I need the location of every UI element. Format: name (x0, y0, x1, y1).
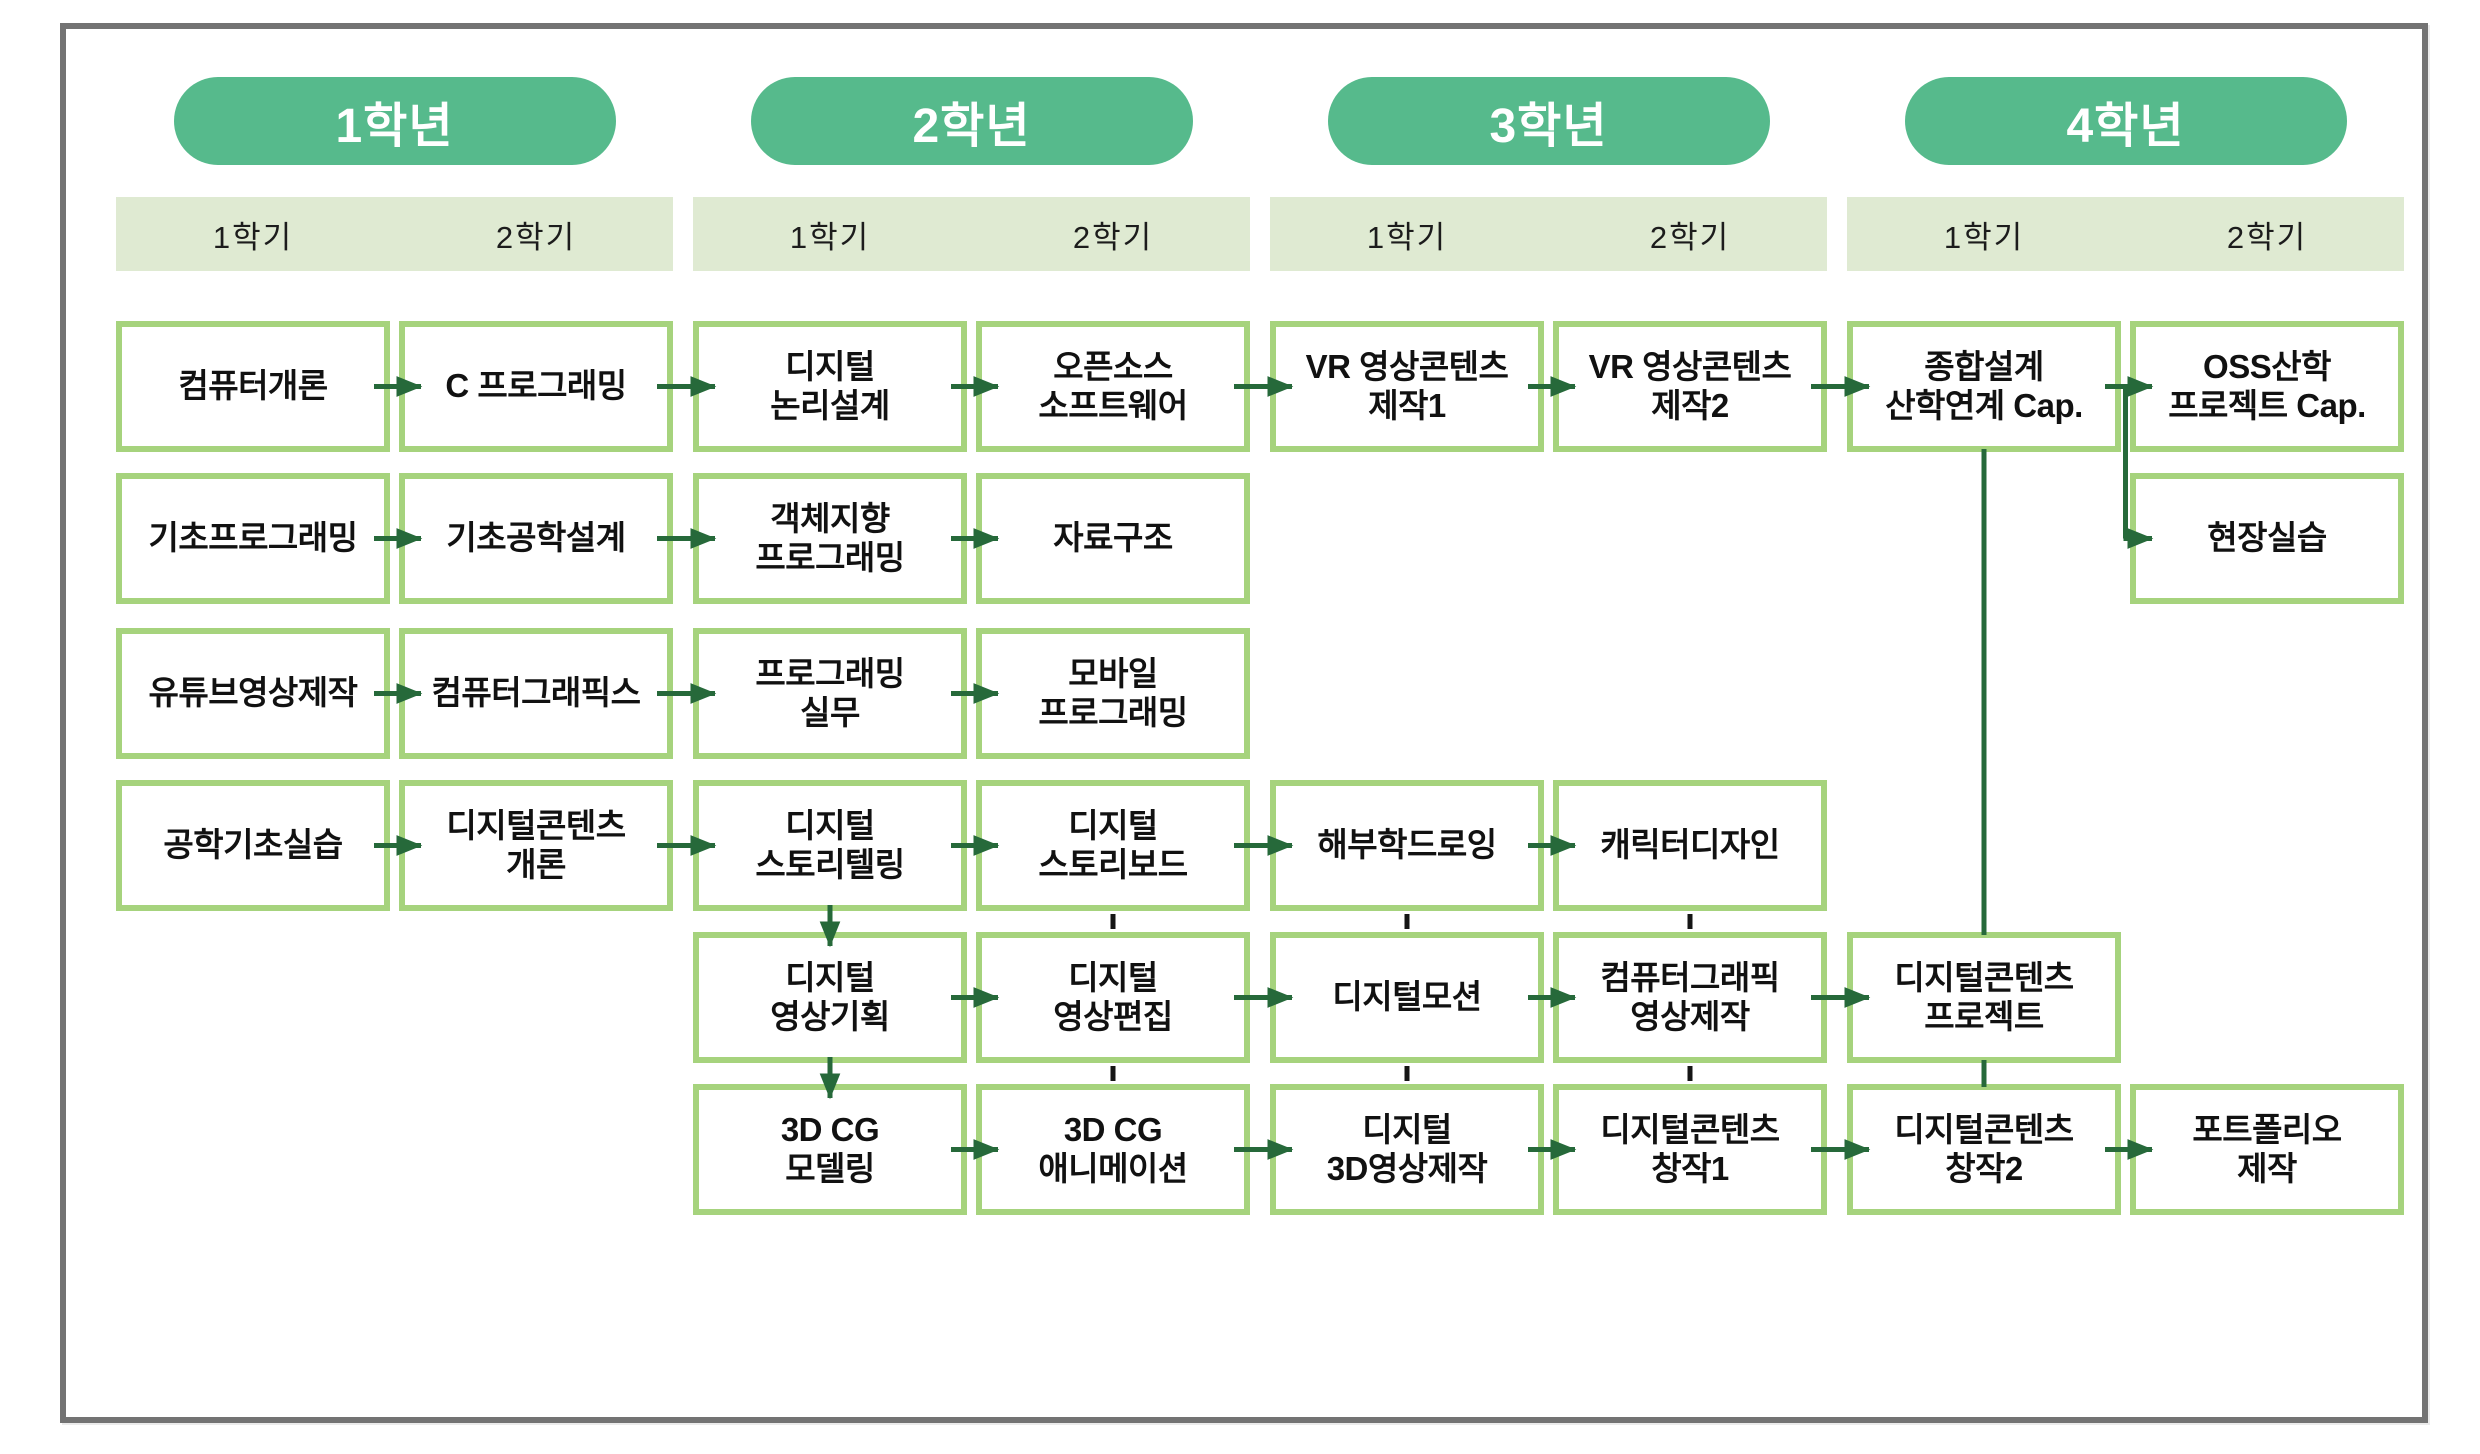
course-box-r1c3: 디지털 논리설계 (693, 321, 967, 452)
semester-bar-year-3 (1270, 197, 1827, 271)
course-box-r6c8: 포트폴리오 제작 (2130, 1084, 2404, 1215)
semester-label-y4s2: 2학기 (2226, 219, 2308, 255)
semester-label-y1s1: 1학기 (212, 219, 294, 255)
course-box-r2c8: 현장실습 (2130, 473, 2404, 604)
semester-label-y3s1: 1학기 (1366, 219, 1448, 255)
semester-bar-year-4 (1847, 197, 2404, 271)
course-box-r4c3: 디지털 스토리텔링 (693, 780, 967, 911)
course-box-r5c7: 디지털콘텐츠 프로젝트 (1847, 932, 2121, 1063)
semester-label-y4s1: 1학기 (1943, 219, 2025, 255)
course-box-r4c1: 공학기초실습 (116, 780, 390, 911)
course-box-r5c5: 디지털모션 (1270, 932, 1544, 1063)
course-box-r1c7: 종합설계 산학연계 Cap. (1847, 321, 2121, 452)
course-box-r5c6: 컴퓨터그래픽 영상제작 (1553, 932, 1827, 1063)
course-box-r1c2: C 프로그래밍 (399, 321, 673, 452)
course-box-r4c4: 디지털 스토리보드 (976, 780, 1250, 911)
course-box-r1c6: VR 영상콘텐츠 제작2 (1553, 321, 1827, 452)
year-header-4: 4학년 (1904, 77, 2347, 165)
course-box-r2c4: 자료구조 (976, 473, 1250, 604)
course-box-r1c5: VR 영상콘텐츠 제작1 (1270, 321, 1544, 452)
year-header-2: 2학년 (750, 77, 1193, 165)
course-box-r5c4: 디지털 영상편집 (976, 932, 1250, 1063)
course-box-r5c3: 디지털 영상기획 (693, 932, 967, 1063)
semester-label-y2s1: 1학기 (789, 219, 871, 255)
course-box-r1c8: OSS산학 프로젝트 Cap. (2130, 321, 2404, 452)
semester-label-y2s2: 2학기 (1072, 219, 1154, 255)
course-box-r6c6: 디지털콘텐츠 창작1 (1553, 1084, 1827, 1215)
course-box-r2c1: 기초프로그래밍 (116, 473, 390, 604)
course-box-r6c3: 3D CG 모델링 (693, 1084, 967, 1215)
course-box-r1c4: 오픈소스 소프트웨어 (976, 321, 1250, 452)
course-box-r6c4: 3D CG 애니메이션 (976, 1084, 1250, 1215)
course-box-r4c6: 캐릭터디자인 (1553, 780, 1827, 911)
semester-bar-year-2 (693, 197, 1250, 271)
course-box-r4c5: 해부학드로잉 (1270, 780, 1544, 911)
course-box-r2c3: 객체지향 프로그래밍 (693, 473, 967, 604)
semester-bar-year-1 (116, 197, 673, 271)
course-box-r1c1: 컴퓨터개론 (116, 321, 390, 452)
year-header-3: 3학년 (1327, 77, 1770, 165)
course-box-r6c5: 디지털 3D영상제작 (1270, 1084, 1544, 1215)
course-box-r3c2: 컴퓨터그래픽스 (399, 628, 673, 759)
course-box-r3c1: 유튜브영상제작 (116, 628, 390, 759)
semester-label-y3s2: 2학기 (1649, 219, 1731, 255)
course-box-r3c4: 모바일 프로그래밍 (976, 628, 1250, 759)
year-header-1: 1학년 (173, 77, 616, 165)
course-box-r4c2: 디지털콘텐츠 개론 (399, 780, 673, 911)
course-box-r3c3: 프로그래밍 실무 (693, 628, 967, 759)
course-box-r2c2: 기초공학설계 (399, 473, 673, 604)
course-box-r6c7: 디지털콘텐츠 창작2 (1847, 1084, 2121, 1215)
semester-label-y1s2: 2학기 (495, 219, 577, 255)
